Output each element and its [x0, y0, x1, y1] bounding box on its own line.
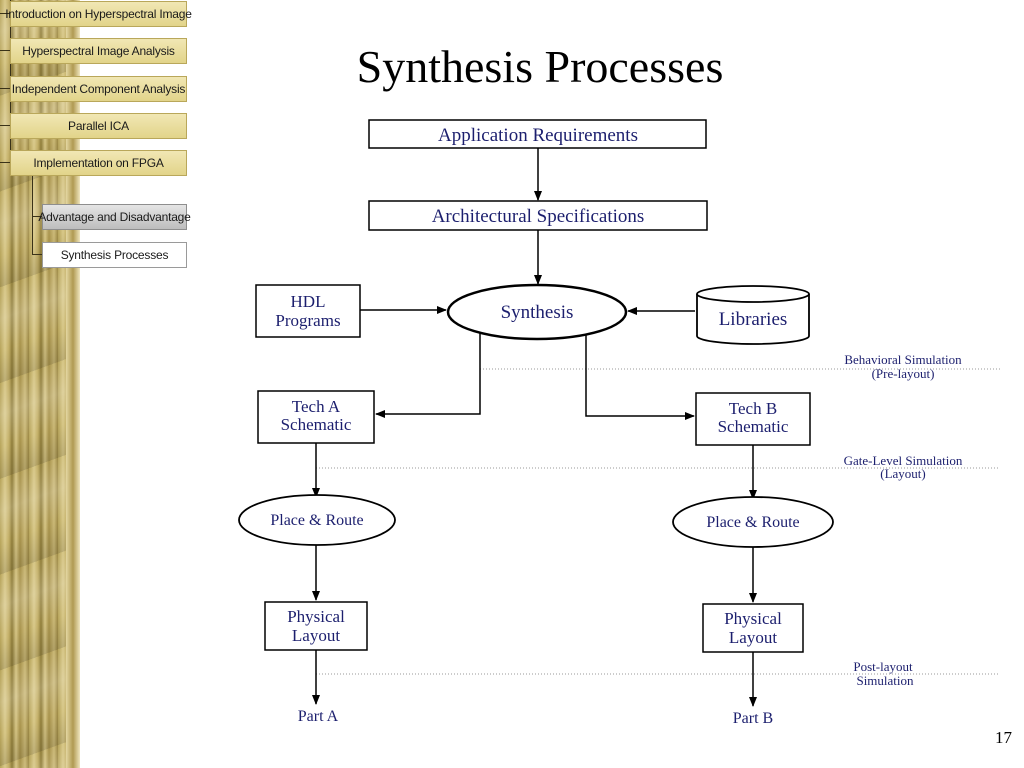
tech-a-label-line2: Schematic — [281, 415, 352, 434]
libraries-cylinder — [696, 285, 810, 345]
gate-sim-note-line1: Gate-Level Simulation — [844, 453, 963, 468]
page-number: 17 — [995, 728, 1012, 747]
physical-layout-b-line2: Layout — [729, 628, 777, 647]
tech-a-schematic-box — [257, 390, 375, 444]
nav-tree-branch — [0, 125, 10, 126]
part-a-label: Part A — [298, 708, 339, 725]
post-sim-note-line1: Post-layout — [853, 659, 913, 674]
nav-item-label: Introduction on Hyperspectral Image — [5, 7, 192, 21]
nav-item-introduction[interactable]: Introduction on Hyperspectral Image — [5, 1, 192, 27]
behavioral-sim-note-line1: Behavioral Simulation — [844, 352, 962, 367]
nav-tree-branch — [0, 50, 10, 51]
synthesis-ellipse — [446, 283, 628, 341]
hdl-label-line1: HDL — [291, 292, 326, 311]
physical-layout-a-line1: Physical — [287, 607, 345, 626]
nav-item-label: Synthesis Processes — [60, 248, 169, 262]
part-b-label: Part B — [733, 710, 773, 727]
architectural-specifications-label: Architectural Specifications — [432, 206, 645, 227]
nav-item-label: Advantage and Disadvantage — [38, 210, 191, 224]
nav-subtree-trunk — [32, 176, 33, 254]
gate-sim-note-line2: (Layout) — [880, 466, 925, 481]
nav-item-label: Parallel ICA — [68, 119, 129, 133]
place-route-a-ellipse — [238, 494, 396, 546]
application-requirements-label: Application Requirements — [438, 125, 638, 146]
physical-layout-b-line1: Physical — [724, 609, 782, 628]
arrow-synthesis-to-tech-a — [375, 332, 481, 418]
nav-item-ica[interactable]: Independent Component Analysis — [10, 76, 187, 102]
nav-tree-branch — [0, 162, 10, 163]
synthesis-label: Synthesis — [501, 302, 574, 323]
tech-b-label-line2: Schematic — [718, 417, 789, 436]
nav-tree-branch — [0, 88, 10, 89]
tech-b-schematic-box — [695, 392, 811, 446]
nav-item-hyperspectral-analysis[interactable]: Hyperspectral Image Analysis — [10, 38, 187, 64]
libraries-label: Libraries — [719, 309, 788, 330]
slide-title: Synthesis Processes — [356, 41, 724, 92]
physical-layout-b-box — [702, 603, 804, 653]
nav-item-advantage[interactable]: Advantage and Disadvantage — [38, 204, 191, 230]
hdl-programs-box — [255, 284, 361, 338]
nav-item-synthesis-current[interactable]: Synthesis Processes — [42, 242, 187, 268]
nav-item-parallel-ica[interactable]: Parallel ICA — [10, 113, 187, 139]
tech-a-label-line1: Tech A — [292, 397, 341, 416]
behavioral-sim-note-line2: (Pre-layout) — [872, 366, 935, 381]
arrow-synthesis-to-tech-b — [585, 334, 695, 420]
application-requirements-box — [368, 119, 707, 149]
tech-b-label-line1: Tech B — [729, 399, 777, 418]
post-sim-note-line2: Simulation — [856, 673, 914, 688]
place-route-b-ellipse — [672, 496, 834, 548]
place-route-b-label: Place & Route — [706, 514, 799, 531]
nav-tree-branch — [0, 13, 10, 14]
nav-item-label: Implementation on FPGA — [33, 156, 164, 170]
nav-item-label: Independent Component Analysis — [11, 82, 186, 96]
hdl-label-line2: Programs — [275, 311, 340, 330]
place-route-a-label: Place & Route — [270, 512, 363, 529]
nav-item-label: Hyperspectral Image Analysis — [22, 44, 175, 58]
nav-subtree-branch — [32, 216, 42, 217]
architectural-specifications-box — [368, 200, 708, 231]
physical-layout-a-line2: Layout — [292, 626, 340, 645]
nav-subtree-branch — [32, 254, 42, 255]
physical-layout-a-box — [264, 601, 368, 651]
nav-item-fpga[interactable]: Implementation on FPGA — [10, 150, 187, 176]
